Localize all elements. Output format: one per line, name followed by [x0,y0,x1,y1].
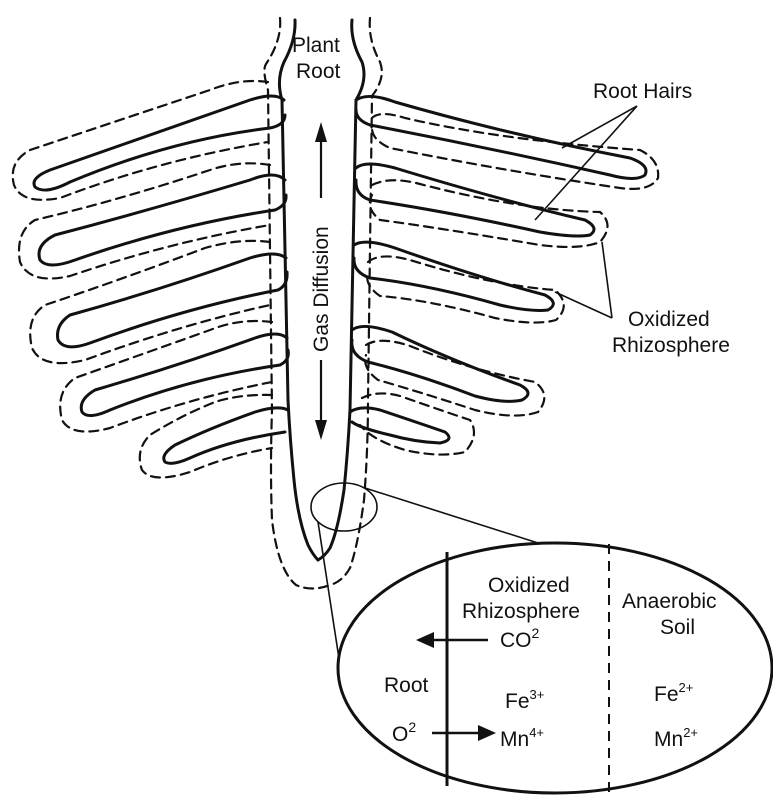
inset-anaerobic-label-line1: Anaerobic [622,590,717,613]
inset-oxidized-label-line1: Oxidized [488,574,570,597]
left-root-hair-1-rhizosphere [13,81,268,200]
left-root-hair-2-rhizosphere [19,163,270,278]
right-root-hair-5 [350,408,449,443]
oxidized-rhizosphere-leader-1 [602,242,612,318]
oxidized-rhizosphere-label-line2: Rhizosphere [612,334,730,357]
right-root-hair-1 [356,96,646,178]
oxidized-rhizosphere-label-line1: Oxidized [628,308,710,331]
gas-diffusion-label: Gas Diffusion [310,226,333,352]
gas-diffusion-arrows: Gas Diffusion [310,122,333,440]
left-root-hair-2 [39,175,286,265]
right-root-hair-4 [352,326,528,401]
root-hairs-leader-1 [562,106,637,148]
plant-root-label-line1: Plant [292,34,340,57]
inset-anaerobic-label-line2: Soil [660,616,695,639]
inset-enlarged-view: Oxidized Rhizosphere Anaerobic Soil Root… [338,543,772,793]
arrow-down-icon [315,420,327,440]
left-root-hair-3 [58,254,288,347]
right-root-hair-3-rhizosphere [367,256,564,322]
inset-root-label: Root [384,674,429,697]
right-root-hairs [350,96,658,454]
left-root-hair-5-rhizosphere [140,395,272,478]
left-root-hairs [13,81,289,478]
magnifier-connector-bottom [318,522,340,665]
left-root-hair-1 [34,96,285,190]
root-hairs-label: Root Hairs [593,80,692,103]
inset-oxidized-label-line2: Rhizosphere [462,600,580,623]
magnifier-connector-top [365,488,560,550]
right-root-hair-3 [354,242,553,310]
right-root-hair-2 [356,164,594,236]
arrow-up-icon [315,122,327,142]
plant-root-label-line2: Root [296,60,341,83]
right-root-hair-4-rhizosphere [365,341,544,416]
